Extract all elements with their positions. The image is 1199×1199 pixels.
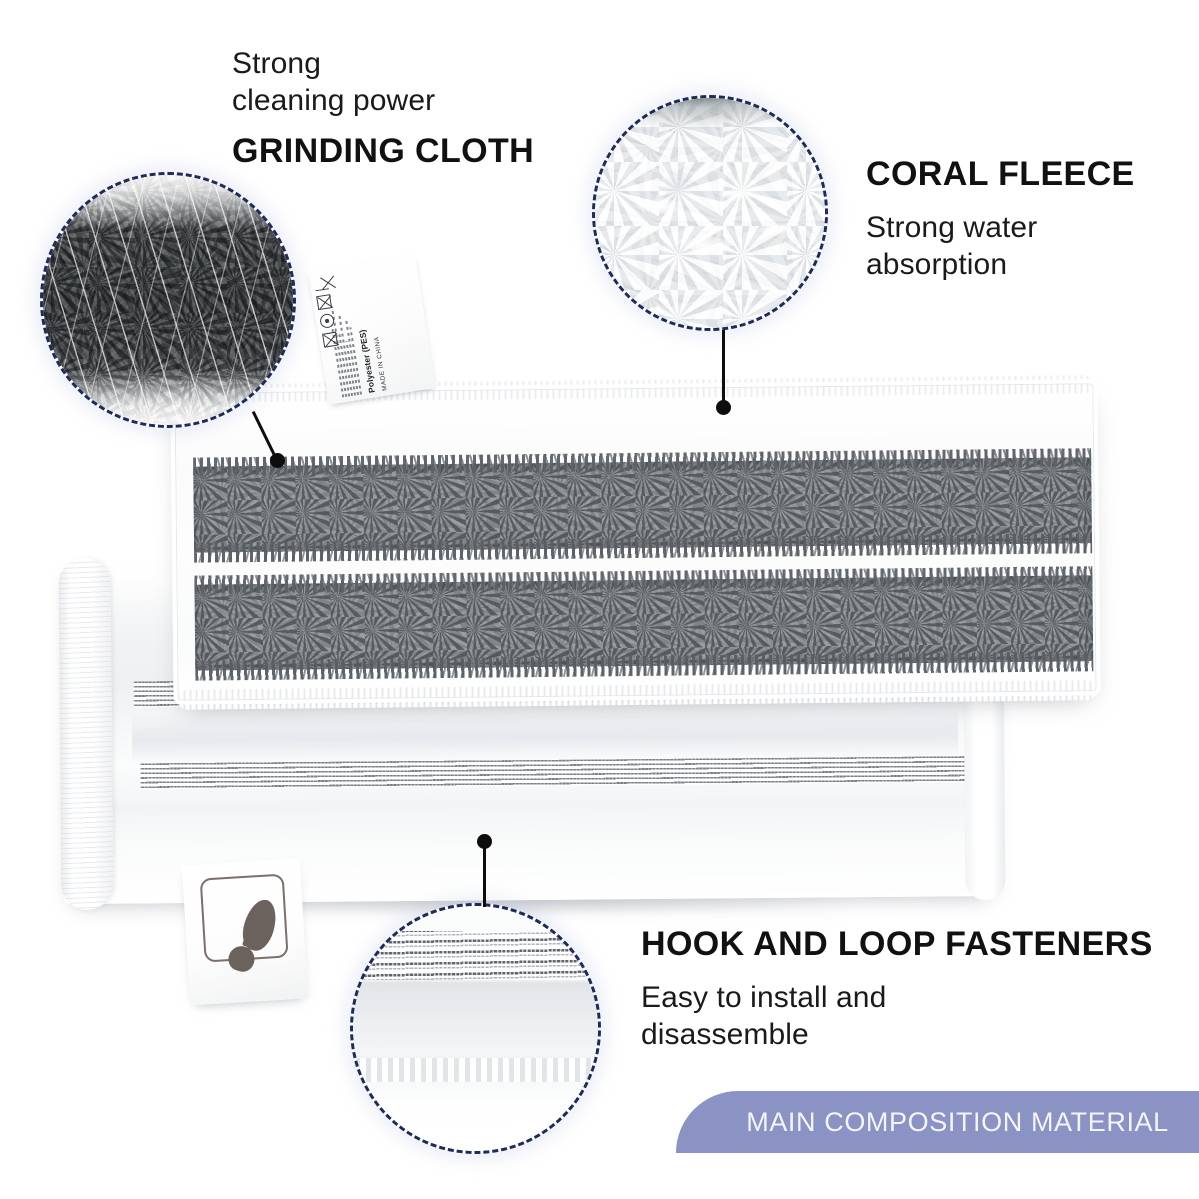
shoe-print-tag bbox=[181, 858, 309, 1006]
hook-macro-lower-edge bbox=[353, 1057, 598, 1083]
coral-fleece-zoom-circle bbox=[592, 95, 828, 331]
dry-clean-icon bbox=[319, 312, 336, 329]
no-iron-icon bbox=[322, 331, 339, 348]
coral-macro-dark-top bbox=[595, 98, 825, 131]
mop-pad-upper bbox=[170, 375, 1101, 710]
hook-macro-bottom-highlight bbox=[353, 1084, 598, 1151]
hook-macro-band-dots bbox=[353, 930, 598, 980]
coral-fleece-subtitle: Strong water absorption bbox=[866, 211, 1038, 281]
mop-pad-lower-left-cuff bbox=[58, 557, 114, 911]
main-composition-banner: MAIN COMPOSITION MATERIAL bbox=[676, 1091, 1199, 1153]
no-bleach-icon bbox=[313, 276, 329, 291]
grinding-cloth-macro bbox=[43, 175, 293, 425]
grinding-leader-dot bbox=[270, 453, 285, 468]
coral-leader-dot bbox=[716, 400, 731, 415]
hook-loop-subtitle: Easy to install and disassemble bbox=[641, 981, 887, 1051]
cuff-texture bbox=[58, 557, 114, 911]
mop-pad-lower-shading bbox=[131, 706, 959, 764]
shoe-print-frame bbox=[199, 873, 289, 975]
hook-loop-zoom-circle bbox=[350, 903, 601, 1154]
care-label: Polyester (PES) MADE IN CHINA bbox=[308, 254, 436, 405]
grinding-cloth-subtitle: Strong cleaning power bbox=[232, 47, 436, 117]
coral-fleece-title: CORAL FLEECE bbox=[866, 155, 1135, 193]
grinding-macro-top-highlight bbox=[43, 175, 293, 230]
hook-leader-dot bbox=[477, 834, 492, 849]
coral-macro-flakes bbox=[595, 98, 825, 328]
grinding-cloth-zoom-circle bbox=[40, 172, 296, 428]
hook-loop-title: HOOK AND LOOP FASTENERS bbox=[641, 925, 1153, 963]
mop-pad-upper-edge bbox=[170, 379, 1101, 705]
grinding-macro-bottom-highlight bbox=[43, 370, 293, 425]
coral-leader-line bbox=[722, 330, 726, 406]
main-composition-banner-label: MAIN COMPOSITION MATERIAL bbox=[746, 1106, 1169, 1137]
hook-leader-line bbox=[483, 845, 487, 907]
grinding-cloth-title: GRINDING CLOTH bbox=[232, 132, 535, 170]
hook-macro-midtone bbox=[353, 981, 598, 1056]
hook-and-loop-macro bbox=[353, 906, 598, 1151]
coral-fleece-macro bbox=[595, 98, 825, 328]
no-tumble-dry-icon bbox=[316, 294, 333, 311]
